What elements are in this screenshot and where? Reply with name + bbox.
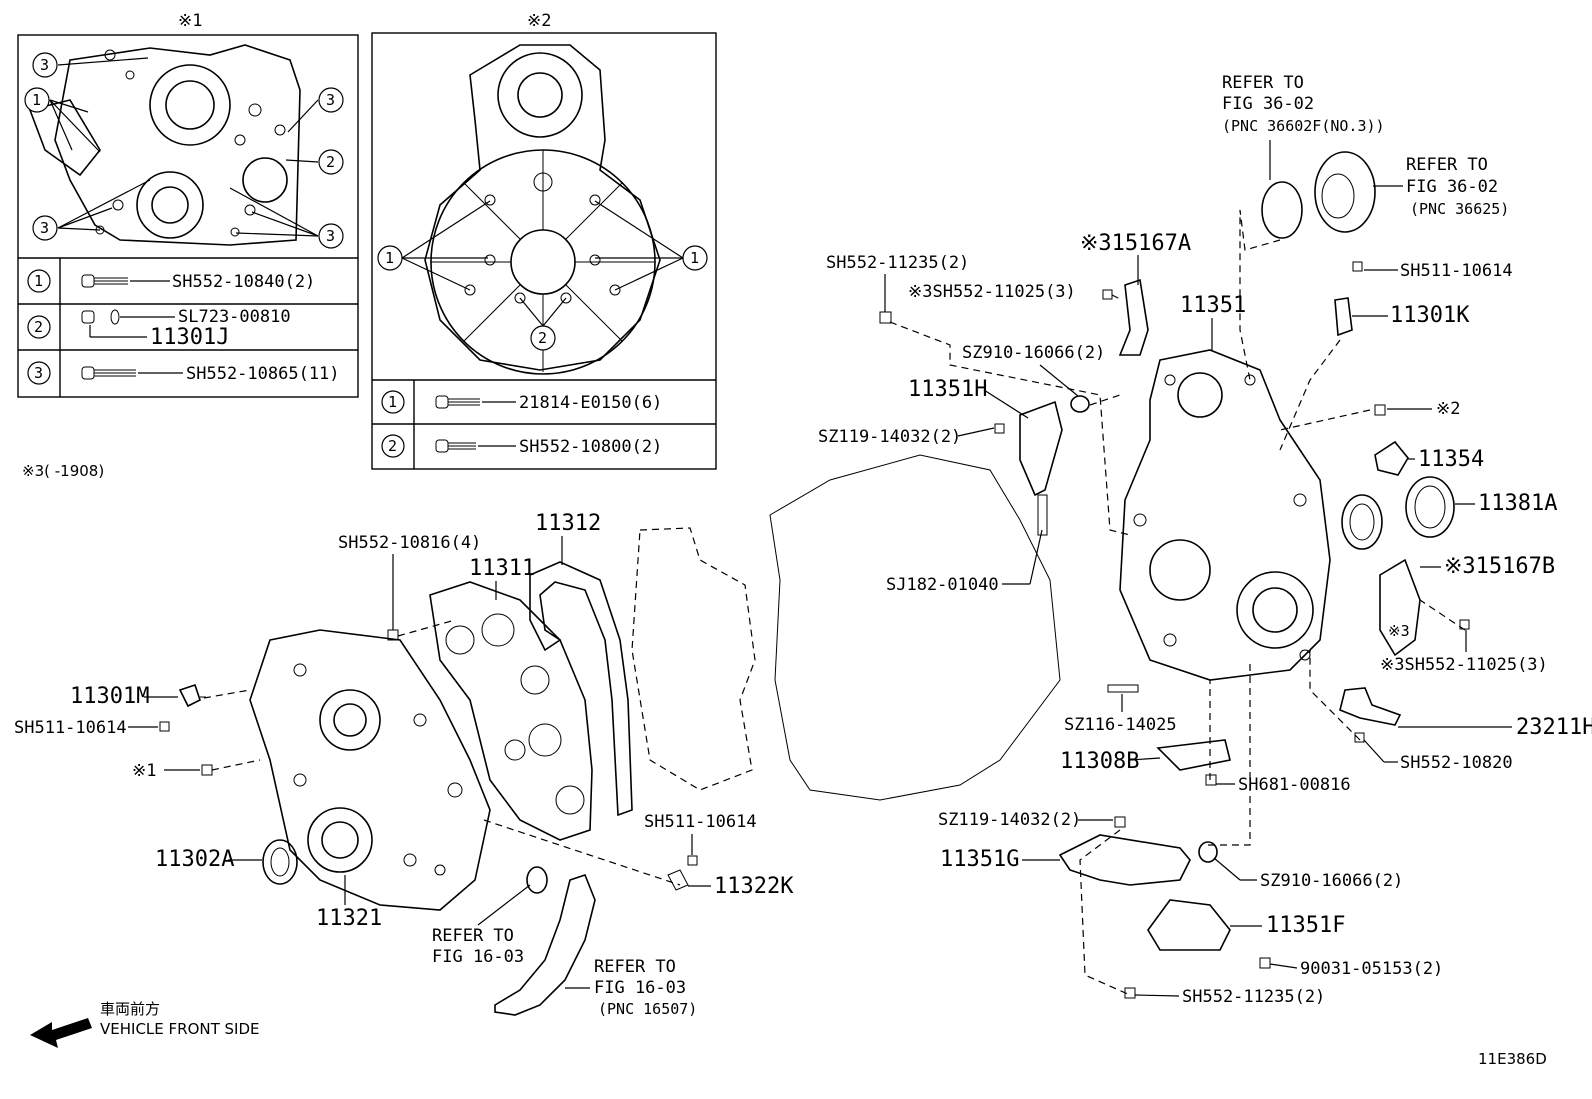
label-sh552-10820: SH552-10820: [1400, 753, 1513, 773]
label-11301m: 11301M: [70, 684, 149, 709]
label-sj182-01040: SJ182-01040: [886, 575, 999, 595]
label-sh511-10614-m: SH511-10614: [644, 812, 757, 832]
note-3: ※3( -1908): [22, 462, 104, 480]
row-2-part: SL723-00810: [178, 307, 291, 327]
label-sz119-14032-top: SZ119-14032(2): [818, 427, 961, 447]
inset-1: ※1 3 1 3 2 3 3: [17, 11, 359, 398]
label-sz910-16066-top: SZ910-16066(2): [962, 343, 1105, 363]
label-sh511-10614-l: SH511-10614: [14, 718, 127, 738]
inset-2-marker: ※2: [527, 11, 551, 31]
label-sz116-14025: SZ116-14025: [1064, 715, 1177, 735]
refer-16-03-a-line1: REFER TO: [432, 926, 514, 946]
refer-16-03-a-line2: FIG 16-03: [432, 947, 524, 967]
refer-36-02-b-line1: REFER TO: [1406, 155, 1488, 175]
callout-1: 1: [690, 249, 699, 267]
label-11351: 11351: [1180, 293, 1246, 318]
inset-1-marker: ※1: [178, 11, 202, 31]
label-sh511-10614-r: SH511-10614: [1400, 261, 1513, 281]
refer-36-02-a-line1: REFER TO: [1222, 73, 1304, 93]
label-23211h: 23211H: [1516, 715, 1592, 740]
label-sh681-00816: SH681-00816: [1238, 775, 1351, 795]
label-x1: ※1: [132, 761, 156, 781]
figure-code: 11E386D: [1478, 1050, 1547, 1068]
refer-36-02-b-line2: FIG 36-02: [1406, 177, 1498, 197]
label-11301k: 11301K: [1390, 303, 1470, 328]
label-x2: ※2: [1436, 399, 1460, 419]
callout-2: 2: [326, 153, 335, 171]
footer-en: VEHICLE FRONT SIDE: [100, 1020, 260, 1038]
label-15167b: ※315167B: [1444, 554, 1555, 579]
label-11354: 11354: [1418, 447, 1484, 472]
row-3-part: SH552-10865(11): [186, 364, 340, 384]
callout-1: 1: [32, 91, 41, 109]
callout-3: 3: [40, 56, 49, 74]
timing-case-assembly: [159, 527, 756, 1016]
label-sh552-11025-r: ※3SH552-11025(3): [1380, 655, 1548, 675]
label-sh552-11235-top: SH552-11235(2): [826, 253, 969, 273]
inset-2: ※2 1 1 2 1 21814-E0150(6) 2 SH5: [371, 11, 717, 470]
row-2-part: SH552-10800(2): [519, 437, 662, 457]
callout-3: 3: [326, 227, 335, 245]
label-sh552-11235-low: SH552-11235(2): [1182, 987, 1325, 1007]
label-11351f: 11351F: [1266, 913, 1345, 938]
label-11308b: 11308B: [1060, 749, 1139, 774]
label-11312: 11312: [535, 511, 601, 536]
refer-16-03-b-line1: REFER TO: [594, 957, 676, 977]
refer-36-02-a-line3: (PNC 36602F(NO.3)): [1222, 117, 1385, 135]
row-2-num: 2: [388, 437, 397, 455]
label-sh552-11025-top: ※3SH552-11025(3): [908, 282, 1076, 302]
label-11321: 11321: [316, 906, 382, 931]
row-1-num: 1: [34, 272, 43, 290]
label-sz119-14032-low: SZ119-14032(2): [938, 810, 1081, 830]
callout-3: 3: [326, 91, 335, 109]
label-11311: 11311: [469, 556, 535, 581]
callout-2: 2: [538, 329, 547, 347]
footer-jp: 車両前方: [100, 1000, 160, 1018]
callout-1: 1: [385, 249, 394, 267]
refer-36-02-a-line2: FIG 36-02: [1222, 94, 1314, 114]
row-3-num: 3: [34, 364, 43, 382]
vehicle-front-arrow-icon: [30, 1018, 92, 1048]
label-11351h: 11351H: [908, 377, 987, 402]
label-15167a: ※315167A: [1080, 231, 1191, 256]
flywheel-housing-assembly: [769, 151, 1470, 999]
label-sh552-10816: SH552-10816(4): [338, 533, 481, 553]
row-1-num: 1: [388, 393, 397, 411]
row-2-num: 2: [34, 318, 43, 336]
label-11381a: 11381A: [1478, 491, 1557, 516]
row-1-part: SH552-10840(2): [172, 272, 315, 292]
label-11322k: 11322K: [714, 874, 794, 899]
label-90031-05153: 90031-05153(2): [1300, 959, 1443, 979]
refer-36-02-b-line3: (PNC 36625): [1410, 200, 1509, 218]
label-11351g: 11351G: [940, 847, 1019, 872]
refer-16-03-b-line3: (PNC 16507): [598, 1000, 697, 1018]
row-2-sub: 11301J: [150, 325, 229, 350]
refer-16-03-b-line2: FIG 16-03: [594, 978, 686, 998]
label-x3: ※3: [1388, 622, 1410, 640]
callout-3: 3: [40, 219, 49, 237]
label-11302a: 11302A: [155, 847, 234, 872]
row-1-part: 21814-E0150(6): [519, 393, 662, 413]
label-sz910-16066-low: SZ910-16066(2): [1260, 871, 1403, 891]
